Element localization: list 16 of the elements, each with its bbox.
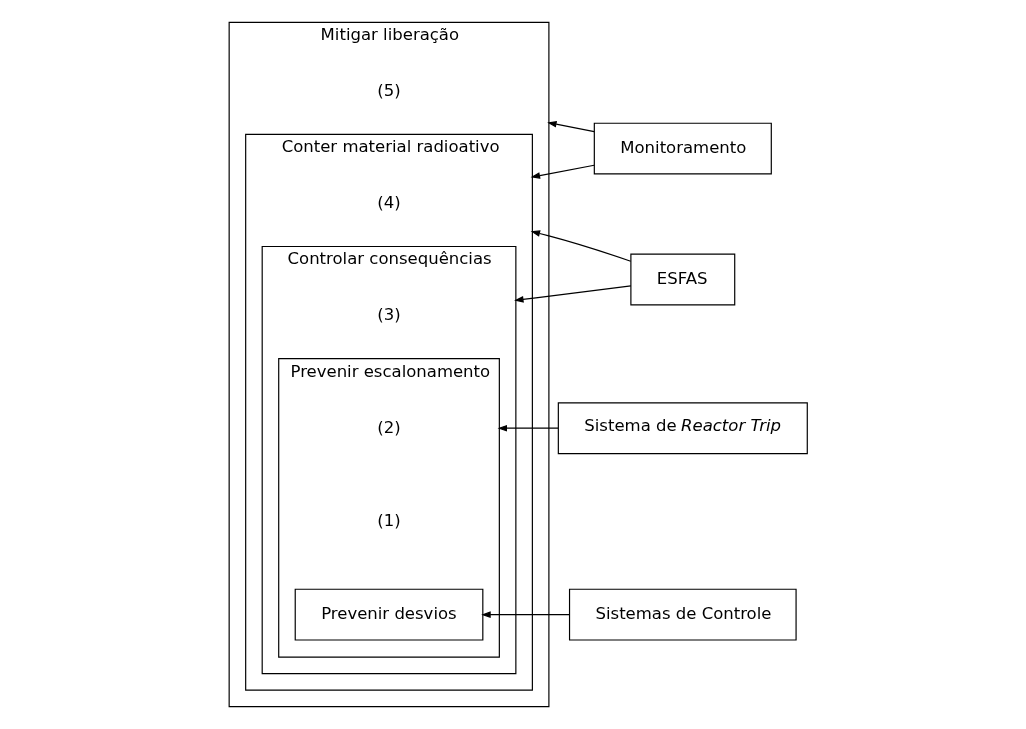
node-box: Sistema de Reactor Trip xyxy=(557,402,808,455)
arrow xyxy=(513,285,631,303)
arrow xyxy=(530,164,595,179)
node-box: Prevenir desvios xyxy=(294,588,483,641)
arrow xyxy=(546,121,595,133)
node-label: (5) xyxy=(376,81,401,101)
node-box: ESFAS xyxy=(629,253,735,306)
node-box: Monitoramento xyxy=(593,122,772,175)
arrow xyxy=(497,424,559,432)
node-label: (1) xyxy=(376,510,401,530)
node-label: (4) xyxy=(376,193,401,213)
arrow xyxy=(530,230,631,262)
node-label: (3) xyxy=(376,305,401,325)
arrow xyxy=(480,611,570,618)
node-box: Sistemas de Controle xyxy=(568,588,797,641)
node-label: (2) xyxy=(376,417,401,437)
